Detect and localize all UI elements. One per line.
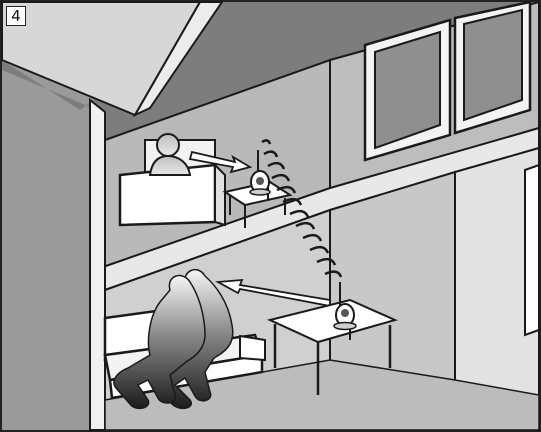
door: [525, 165, 539, 335]
window-left: [365, 20, 450, 160]
window-right: [455, 2, 530, 133]
left-wall-edge: [90, 100, 105, 430]
step-number-badge: 4: [6, 6, 26, 26]
